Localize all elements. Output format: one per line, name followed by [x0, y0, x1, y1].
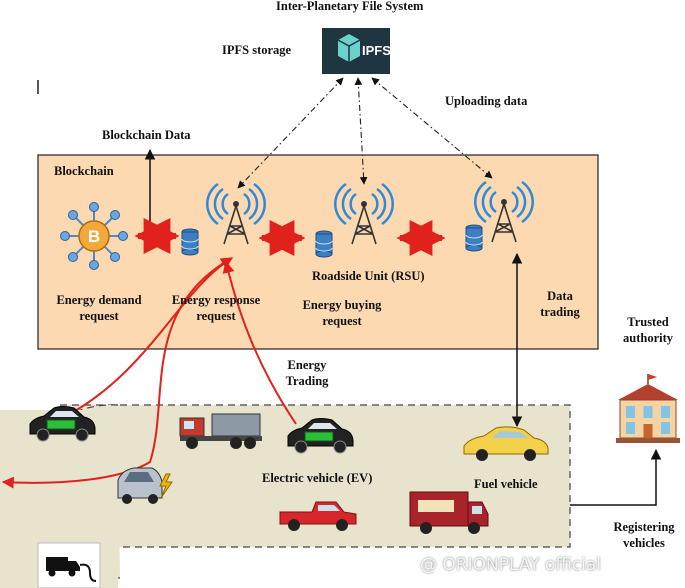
fuel-vehicle-label: Fuel vehicle	[474, 477, 538, 491]
charging-car-icon	[117, 467, 173, 504]
database-icon-2	[315, 230, 333, 258]
energy-trading-line1: Energy	[287, 358, 327, 372]
food-truck-icon	[409, 491, 489, 534]
database-icon-1	[181, 228, 199, 256]
data-trading-line2: trading	[540, 305, 580, 319]
rsu-label: Roadside Unit (RSU)	[312, 269, 425, 283]
energy-trading-label: Energy Trading	[276, 357, 338, 389]
energy-demand-label: Energy demand request	[46, 292, 152, 324]
dump-truck-icon	[179, 413, 262, 449]
energy-demand-line2: request	[79, 309, 119, 323]
registering-line2: vehicles	[623, 536, 665, 550]
fuel-car-icon	[463, 426, 549, 461]
data-trading-line1: Data	[547, 289, 573, 303]
energy-buying-label: Energy buying request	[290, 297, 394, 329]
energy-flow-curve-3	[222, 260, 297, 425]
ipfs-storage-label: IPFS storage	[222, 43, 292, 57]
ipfs-title: Inter-Planetary File System	[276, 0, 424, 13]
energy-trading-line2: Trading	[285, 374, 329, 388]
trusted-authority-line2: authority	[623, 331, 673, 345]
ipfs-logo-text: IPFS	[362, 43, 391, 58]
database-icon-3	[465, 224, 483, 252]
bitcoin-network-icon: B	[60, 202, 128, 270]
charging-truck-icon	[37, 542, 101, 588]
bitcoin-symbol: B	[88, 227, 100, 246]
uploading-data-label: Uploading data	[445, 94, 528, 108]
ipfs-logo: IPFS	[322, 28, 391, 74]
ipfs-link-rsu	[354, 77, 368, 185]
registering-line1: Registering	[613, 520, 675, 534]
blockchain-title: Blockchain	[54, 164, 114, 178]
authority-building-icon	[616, 374, 680, 443]
energy-flow-curve-1	[67, 257, 234, 416]
energy-buying-line2: request	[322, 314, 362, 328]
energy-flow-curve-2	[1, 257, 233, 489]
watermark: @ ORIONPLAY official	[420, 555, 601, 575]
ev-label: Electric vehicle (EV)	[262, 471, 373, 485]
ipfs-link-response	[237, 77, 344, 189]
registering-label: Registering vehicles	[604, 519, 684, 551]
trusted-authority-line1: Trusted	[627, 315, 669, 329]
registering-arrow	[570, 448, 662, 506]
energy-buying-line1: Energy buying	[302, 298, 382, 312]
energy-response-label: Energy response request	[160, 292, 272, 324]
blockchain-data-label: Blockchain Data	[102, 128, 191, 142]
data-trading-label: Data trading	[532, 288, 588, 320]
trusted-authority-label: Trusted authority	[612, 314, 684, 346]
energy-demand-line1: Energy demand	[56, 293, 142, 307]
energy-response-line2: request	[196, 309, 236, 323]
energy-response-line1: Energy response	[171, 293, 261, 307]
pickup-truck-icon	[279, 501, 357, 531]
